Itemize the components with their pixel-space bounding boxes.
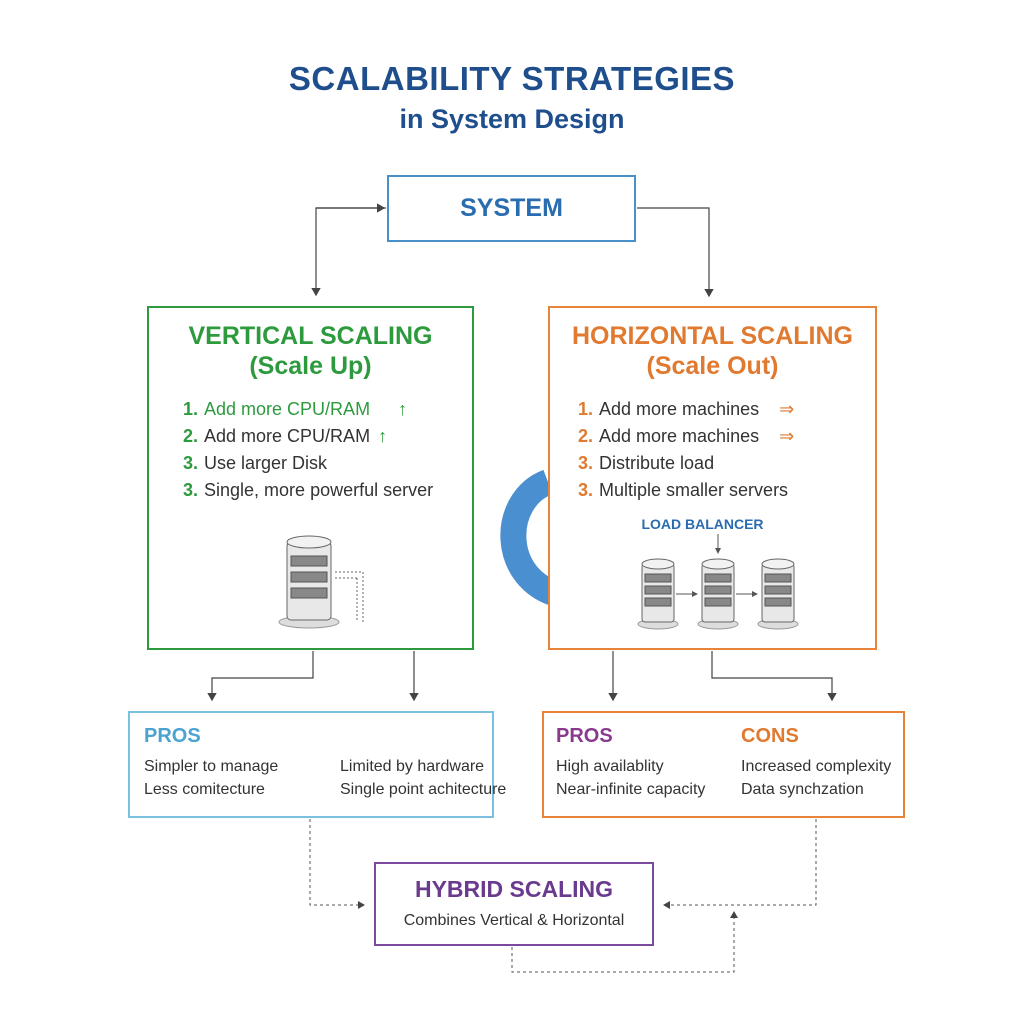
item-text: Distribute load	[599, 453, 715, 473]
tradeoff-text: Simpler to manage	[144, 758, 279, 775]
horizontal-title: HORIZONTAL SCALING	[571, 322, 853, 350]
item-number: 3.	[183, 453, 199, 473]
con-text: Data synchzation	[741, 781, 864, 798]
hybrid-scaling-box: HYBRID SCALING Combines Vertical & Horiz…	[374, 862, 654, 946]
server-large-icon	[278, 535, 364, 629]
item-text: Use larger Disk	[204, 453, 328, 473]
arrow-right-icon: ⇒	[779, 399, 795, 419]
horizontal-scaling-panel: HORIZONTAL SCALING (Scale Out) 1.Add mor…	[548, 306, 877, 650]
tradeoff-text: Less comitecture	[144, 781, 265, 798]
connector-left-hybrid	[309, 819, 365, 909]
vertical-tradeoffs-box: PROS Simpler to manage Less comitecture …	[128, 711, 506, 818]
connector-vertical-pros	[207, 651, 314, 702]
pros-heading: PROS	[556, 725, 613, 747]
item-number: 2.	[578, 426, 594, 446]
system-box: SYSTEM	[387, 175, 636, 242]
item-text: Multiple smaller servers	[599, 480, 789, 500]
curved-blue-arrow	[500, 469, 565, 608]
vertical-item: 3.Single, more powerful server	[183, 480, 433, 501]
item-number: 1.	[183, 399, 199, 419]
vertical-scaling-panel: VERTICAL SCALING (Scale Up) 1.Add more C…	[147, 306, 474, 650]
horizontal-item: 3.Multiple smaller servers	[578, 480, 788, 501]
item-number: 1.	[578, 399, 594, 419]
server-cluster-icon	[637, 534, 799, 630]
vertical-item: 2.Add more CPU/RAM ↑	[183, 426, 387, 447]
item-text: Add more CPU/RAM	[204, 426, 371, 446]
item-number: 3.	[578, 453, 594, 473]
arrow-up-icon: ↑	[398, 399, 408, 419]
horizontal-item: 3.Distribute load	[578, 453, 714, 474]
item-number: 3.	[183, 480, 199, 500]
hybrid-text: Combines Vertical & Horizontal	[403, 912, 625, 929]
cons-heading: CONS	[741, 725, 799, 747]
page-subtitle: in System Design	[399, 104, 625, 134]
item-text: Add more CPU/RAM	[204, 399, 371, 419]
item-text: Single, more powerful server	[204, 480, 434, 500]
item-text: Add more machines	[599, 426, 760, 446]
horizontal-tradeoffs-box: PROS CONS High availablity Near-infinite…	[542, 711, 905, 818]
tradeoff-text: Limited by hardware	[340, 758, 485, 775]
arrow-right-icon: ⇒	[779, 426, 795, 446]
vertical-title: VERTICAL SCALING	[188, 322, 433, 350]
pros-heading: PROS	[144, 725, 201, 747]
horizontal-item: 1.Add more machines ⇒	[578, 399, 794, 420]
item-number: 3.	[578, 480, 594, 500]
hybrid-title: HYBRID SCALING	[414, 876, 614, 902]
connector-right-hybrid	[663, 819, 817, 909]
pro-text: Near-infinite capacity	[556, 781, 706, 798]
arrow-up-icon: ↑	[378, 426, 388, 446]
horizontal-subtitle: (Scale Out)	[646, 352, 779, 380]
horizontal-item: 2.Add more machines ⇒	[578, 426, 794, 447]
system-label: SYSTEM	[460, 194, 563, 222]
vertical-item: 1.Add more CPU/RAM ↑	[183, 399, 407, 420]
vertical-subtitle: (Scale Up)	[249, 352, 372, 380]
page-title: SCALABILITY STRATEGIES	[288, 60, 736, 97]
load-balancer-label: LOAD BALANCER	[641, 516, 764, 532]
con-text: Increased complexity	[741, 758, 892, 775]
item-text: Add more machines	[599, 399, 760, 419]
connector-system-vertical	[311, 207, 386, 297]
connector-loop-hybrid	[511, 911, 738, 973]
tradeoff-text: Single point achitecture	[340, 781, 507, 798]
vertical-item: 3.Use larger Disk	[183, 453, 327, 474]
connector-system-horizontal	[637, 207, 714, 298]
item-number: 2.	[183, 426, 199, 446]
pro-text: High availablity	[556, 758, 664, 775]
